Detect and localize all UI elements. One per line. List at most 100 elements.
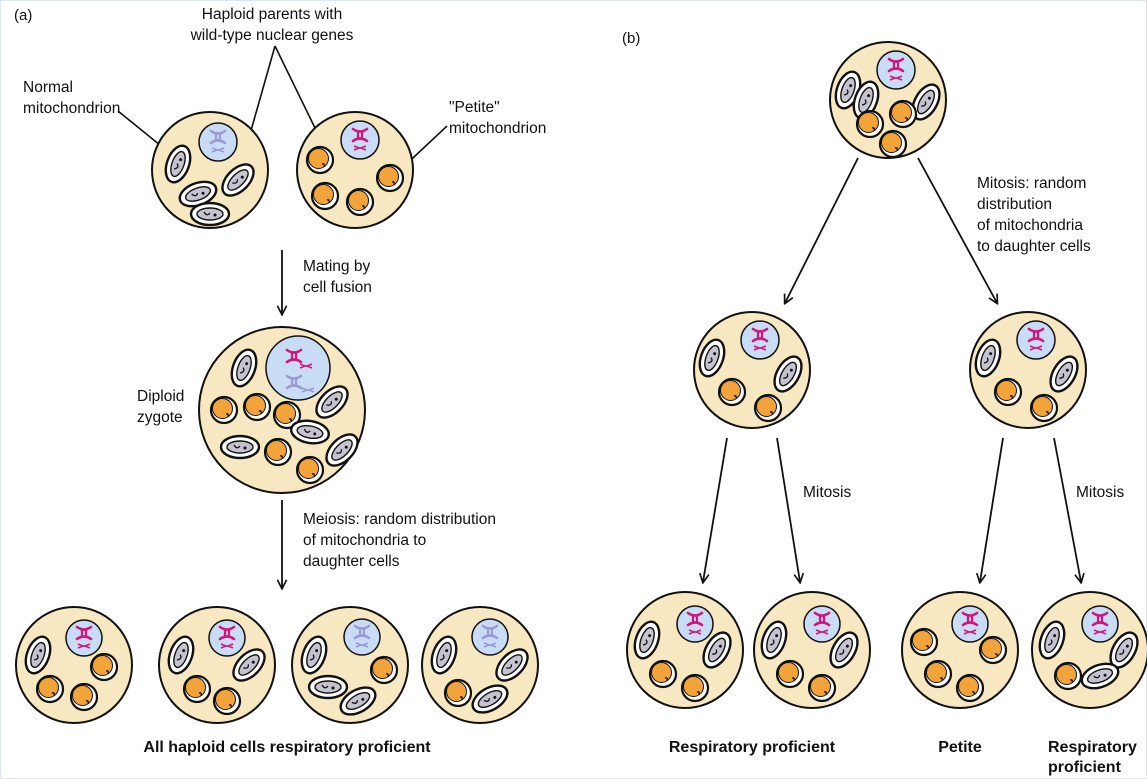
parents-label-line1: Haploid parents with	[202, 6, 342, 23]
chromosome-icon	[285, 348, 303, 364]
nucleus	[876, 50, 916, 90]
panel-b-label: (b)	[622, 30, 640, 47]
panel-a-label: (a)	[14, 7, 32, 24]
chromosome-small-icon	[1029, 345, 1043, 351]
mitosis-random-line1: Mitosis: random	[977, 175, 1086, 192]
petite-mitochondrion-icon	[375, 163, 405, 193]
chromosome-small-icon	[483, 642, 497, 648]
petite-mitochondrion-icon	[443, 678, 473, 708]
chromosome-small-icon	[889, 75, 903, 81]
normal-mitochondrion-icon	[1109, 631, 1139, 669]
normal-mitochondrion-icon	[829, 631, 859, 669]
mixed-cell-top	[829, 41, 947, 159]
normal-mitochondrion-icon	[167, 635, 195, 675]
meiosis-label-line2: of mitochondria to	[303, 532, 426, 549]
nucleus	[340, 120, 380, 160]
normal-mito-label-line1: Normal	[23, 79, 73, 96]
nucleus	[676, 605, 714, 643]
mating-label-line1: Mating by	[303, 258, 370, 275]
petite-mitochondrion-icon	[753, 393, 783, 423]
petite-mitochondrion-icon	[978, 635, 1008, 665]
chromosome-small-icon	[299, 363, 313, 369]
mitosis-random-line4: to daughter cells	[977, 238, 1091, 255]
chromosome-icon	[1091, 611, 1109, 627]
petite-mitochondrion-icon	[35, 674, 65, 704]
daughter-cell-b2	[753, 591, 871, 709]
normal-mitochondrion-icon	[230, 348, 258, 388]
nucleus	[198, 122, 238, 162]
mitosis-arrow-right	[917, 157, 997, 303]
petite-mitochondrion-icon	[263, 437, 293, 467]
nucleus	[803, 605, 841, 643]
chromosome-icon	[75, 625, 93, 641]
normal-mitochondrion-icon	[219, 434, 261, 460]
normal-mitochondrion-icon	[1038, 620, 1066, 660]
parents-pointer-left	[249, 45, 276, 135]
chromosome-icon	[887, 57, 905, 73]
normal-mitochondrion-icon	[325, 433, 359, 467]
normal-mitochondrion-icon	[760, 620, 788, 660]
nucleus	[740, 320, 780, 360]
daughter-cell-a3	[291, 606, 409, 724]
zygote-label-line2: zygote	[137, 409, 183, 426]
chromosome-icon	[686, 611, 704, 627]
nucleus	[65, 619, 103, 657]
daughter-cell-a4	[421, 606, 539, 724]
petite-mitochondrion-icon	[305, 145, 335, 175]
normal-mitochondrion-icon	[221, 163, 255, 197]
petite-mitochondrion-icon	[855, 109, 885, 139]
petite-mito-label-line2: mitochondrion	[449, 120, 546, 137]
mitosis-random-line3: of mitochondria	[977, 217, 1083, 234]
meiosis-label-line3: daughter cells	[303, 553, 400, 570]
daughter-cell-a1	[15, 606, 133, 724]
mating-label-line2: cell fusion	[303, 279, 372, 296]
petite-mitochondrion-icon	[878, 129, 908, 159]
chromosome-small-icon	[77, 643, 91, 649]
mitosis-left-label: Mitosis	[803, 484, 851, 501]
petite-mitochondrion-icon	[717, 377, 747, 407]
daughter-cell-b1	[626, 591, 744, 709]
mitosis-cell-right	[969, 311, 1087, 429]
petite-mitochondrion-icon	[955, 673, 985, 703]
chromosome-icon	[209, 129, 227, 145]
petite-mitochondrion-icon	[345, 187, 375, 217]
normal-mitochondrion-icon	[495, 648, 529, 682]
mitosis-cell-left	[693, 311, 811, 429]
normal-mitochondrion-icon	[698, 338, 726, 378]
chromosome-icon	[351, 127, 369, 143]
mitosis-right-label: Mitosis	[1076, 484, 1124, 501]
petite-mitochondrion-icon	[923, 659, 953, 689]
normal-mitochondrion-icon	[974, 338, 1002, 378]
chromosome-small-icon	[688, 629, 702, 635]
chromosome-icon	[285, 374, 303, 390]
normal-mitochondrion-icon	[164, 144, 192, 184]
mitosis-random-line2: distribution	[977, 196, 1052, 213]
result-label-b3-line2: proficient	[1048, 759, 1122, 776]
normal-mitochondrion-icon	[1049, 355, 1079, 393]
normal-mitochondrion-icon	[300, 635, 328, 675]
chromosome-icon	[481, 624, 499, 640]
nucleus	[208, 619, 246, 657]
normal-mitochondrion-icon	[315, 385, 349, 419]
normal-mitochondrion-icon	[24, 635, 52, 675]
petite-mitochondrion-icon	[680, 673, 710, 703]
chromosome-icon	[218, 625, 236, 641]
petite-mitochondrion-icon	[888, 99, 918, 129]
parents-pointer-right	[274, 45, 316, 129]
normal-mitochondrion-icon	[289, 419, 331, 445]
petite-mitochondrion-icon	[807, 673, 837, 703]
petite-mitochondrion-icon	[272, 400, 302, 430]
petite-mitochondrion-icon	[182, 674, 212, 704]
chromosome-small-icon	[963, 629, 977, 635]
petite-mitochondrion-icon	[1053, 661, 1083, 691]
normal-mitochondrion-icon	[307, 674, 349, 700]
chromosome-small-icon	[753, 345, 767, 351]
chromosome-icon	[813, 611, 831, 627]
mitosis-arrow-lr	[776, 437, 800, 582]
chromosome-icon	[751, 327, 769, 343]
petite-mitochondrion-icon	[775, 659, 805, 689]
normal-mitochondrion-icon	[633, 620, 661, 660]
petite-mitochondrion-icon	[69, 682, 99, 712]
petite-mitochondrion-icon	[209, 395, 239, 425]
mitosis-arrow-rr	[1053, 437, 1081, 582]
